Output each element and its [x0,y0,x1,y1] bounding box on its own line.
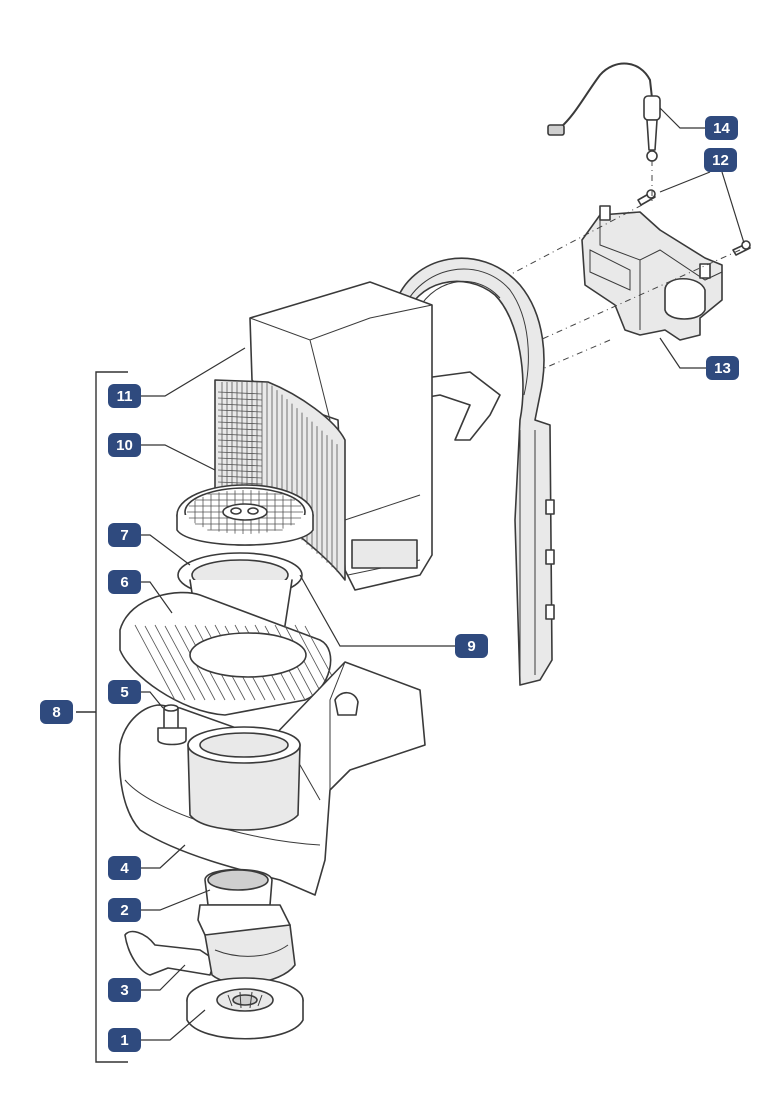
callout-9: 9 [455,634,488,658]
callout-11: 11 [108,384,141,408]
callout-12-label: 12 [712,152,729,169]
group-8-bracket [95,371,128,1063]
part-disc-grid [176,484,314,546]
callout-10: 10 [108,433,141,457]
callout-13: 13 [706,356,739,380]
part-4-base-housing [118,661,426,896]
callout-8: 8 [40,700,73,724]
part-5-pin [157,704,187,746]
leader-lines [141,107,745,1041]
part-6-drip-grille [119,591,346,716]
part-1-base-ring [186,977,304,1040]
callout-14: 14 [705,116,738,140]
callout-14-label: 14 [713,120,730,137]
callout-1-label: 1 [120,1032,128,1049]
callout-1: 1 [108,1028,141,1052]
assembly-axis-lines [499,160,741,371]
callout-7: 7 [108,523,141,547]
callout-3: 3 [108,978,141,1002]
callout-9-label: 9 [467,638,475,655]
callout-8-label: 8 [52,704,60,721]
callout-13-label: 13 [714,360,731,377]
part-12-screws [637,189,751,256]
callout-5-label: 5 [120,684,128,701]
callout-2-label: 2 [120,902,128,919]
callout-5: 5 [108,680,141,704]
callout-4-label: 4 [120,860,129,877]
callout-11-label: 11 [117,388,133,405]
callout-4: 4 [108,856,141,880]
callout-2: 2 [108,898,141,922]
callout-6: 6 [108,570,141,594]
callout-6-label: 6 [120,574,128,591]
callout-10-label: 10 [116,437,133,454]
part-13-bracket [581,205,723,341]
part-14-sensor-cable [547,62,661,162]
callout-7-label: 7 [120,527,128,544]
part-2-outlet [197,868,291,936]
callout-12: 12 [704,148,737,172]
part-3-spout [124,924,296,985]
callout-3-label: 3 [120,982,128,999]
